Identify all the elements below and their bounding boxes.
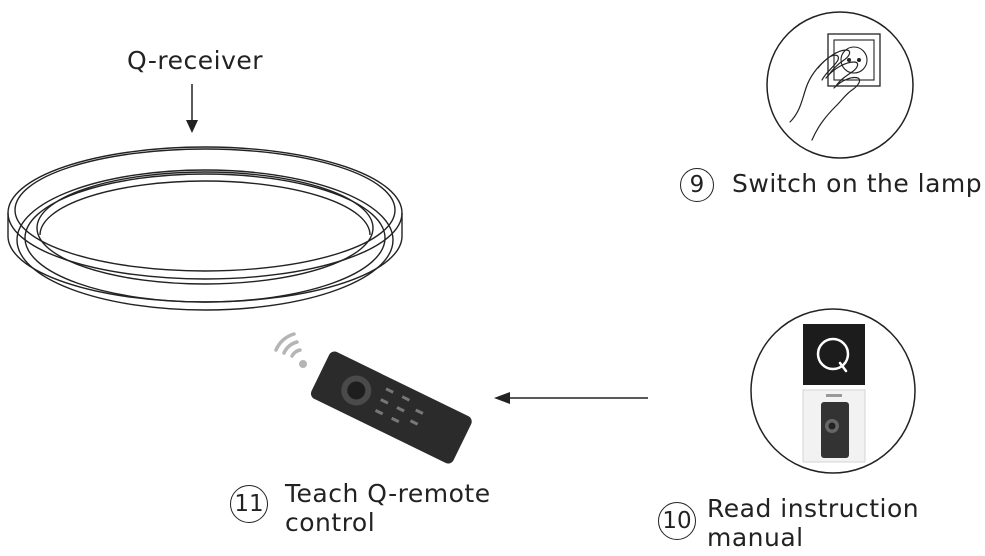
step-11-text: Teach Q-remote control xyxy=(285,479,491,537)
hand-on-wall-switch-icon xyxy=(766,11,914,159)
step-arrow xyxy=(494,392,648,404)
step-10-line2: manual xyxy=(707,523,804,552)
receiver-arrow xyxy=(186,84,198,133)
receiver-label: Q-receiver xyxy=(127,46,264,75)
q-instruction-manual-icon xyxy=(750,308,916,474)
step-10-number: 10 xyxy=(658,502,696,540)
ceiling-ring-lamp-icon xyxy=(7,146,403,311)
wireless-signal-icon xyxy=(274,332,307,368)
step-10-text: Read instruction manual xyxy=(707,494,919,552)
step-11-line1: Teach Q-remote xyxy=(285,479,491,508)
step-9-number: 9 xyxy=(680,168,714,202)
step-11-number: 11 xyxy=(230,485,268,523)
step-9-text: Switch on the lamp xyxy=(732,169,983,198)
step-10-line1: Read instruction xyxy=(707,494,920,523)
remote-control-icon xyxy=(310,351,472,464)
step-11-line2: control xyxy=(285,508,376,537)
